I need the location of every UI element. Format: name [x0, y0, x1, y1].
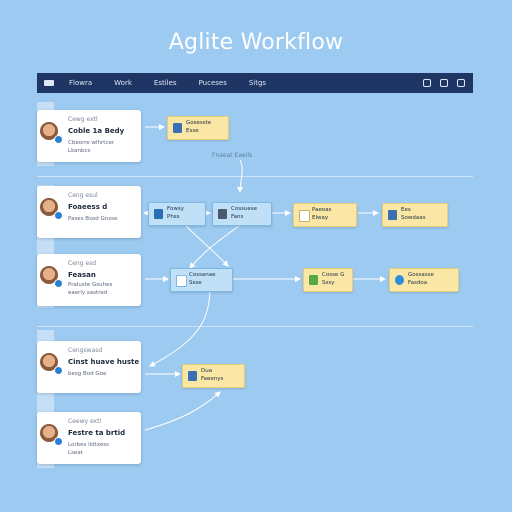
node-title: Ees: [401, 207, 411, 213]
nav-item-puceses[interactable]: Puceses: [198, 79, 227, 87]
node-title: Cossanae: [189, 272, 216, 278]
nav-item-flowra[interactable]: Flowra: [69, 79, 93, 87]
node-subtitle: Fans: [231, 214, 244, 220]
page-icon: [176, 275, 187, 287]
task-card-3[interactable]: Ceng esd Feasan Praluste Gsuhes eaerly s…: [37, 254, 141, 306]
node-title: Fowsy: [167, 206, 184, 212]
user-icon[interactable]: [457, 79, 465, 87]
workflow-node-5[interactable]: Ees Sowdaas: [382, 203, 448, 227]
connector-label: Fnaeat Eaeils: [212, 152, 253, 159]
nav-item-sitgs[interactable]: Sitgs: [248, 79, 267, 87]
top-navbar: Flowra Work Estiles Puceses Sitgs: [37, 73, 473, 93]
card-label: Cewg extl: [68, 116, 98, 123]
avatar: [40, 424, 58, 442]
card-label: Ceng esd: [68, 260, 97, 267]
node-subtitle: Sssy: [322, 280, 335, 286]
task-card-2[interactable]: Ceng esul Foaeess d Pases Bsod Gnsse: [37, 186, 141, 238]
person-icon: [388, 210, 397, 220]
document-icon: [154, 209, 163, 219]
node-title: Paeoas: [312, 207, 332, 213]
document-icon: [188, 371, 197, 381]
avatar: [40, 266, 58, 284]
node-title: Gossasse: [408, 272, 434, 278]
node-title: Dua: [201, 368, 213, 374]
layers-icon[interactable]: [423, 79, 431, 87]
card-line: Lkanbcs: [68, 148, 91, 154]
status-badge: [54, 279, 63, 288]
task-card-4[interactable]: Cengswasd Cinst huave huste besg Bod Goe: [37, 341, 141, 393]
workflow-node-7[interactable]: Cosse G Sssy: [303, 268, 353, 292]
card-line: Lorbes lidtxess: [68, 442, 109, 448]
status-badge: [54, 135, 63, 144]
card-label: Ceewy extl: [68, 418, 102, 425]
swimlane-divider-1: [37, 176, 473, 177]
workflow-node-1[interactable]: Gosesste Esse: [167, 116, 229, 140]
card-line: besg Bod Goe: [68, 371, 107, 377]
app-logo-icon[interactable]: [43, 78, 55, 88]
node-title: Gosesste: [186, 120, 212, 126]
node-subtitle: Sowdaas: [401, 215, 426, 221]
status-badge: [54, 437, 63, 446]
node-subtitle: Esse: [186, 128, 199, 134]
card-line: Cbeorre wlhrtcer: [68, 140, 115, 146]
card-title: Foaeess d: [68, 203, 108, 211]
globe-icon: [395, 275, 404, 285]
document-icon: [173, 123, 182, 133]
page-title: Aglite Workflow: [168, 30, 344, 55]
task-card-5[interactable]: Ceewy extl Festre ta brtid Lorbes lidtxe…: [37, 412, 141, 464]
card-title: Feasan: [68, 271, 96, 279]
nav-item-work[interactable]: Work: [114, 79, 132, 87]
task-card-1[interactable]: Cewg extl Coble 1a Bedy Cbeorre wlhrtcer…: [37, 110, 141, 162]
node-subtitle: Elway: [312, 215, 329, 221]
avatar: [40, 122, 58, 140]
card-line: Lseat: [68, 450, 83, 456]
workflow-node-3[interactable]: Cossuese Fans: [212, 202, 272, 226]
image-icon: [309, 275, 318, 285]
node-subtitle: Fasdoa: [408, 280, 428, 286]
swimlane-divider-2: [37, 326, 473, 327]
workflow-node-6[interactable]: Cossanae Ssse: [170, 268, 233, 292]
workflow-node-8[interactable]: Gossasse Fasdoa: [389, 268, 459, 292]
node-subtitle: Faeenys: [201, 376, 224, 382]
status-badge: [54, 366, 63, 375]
avatar: [40, 353, 58, 371]
node-subtitle: Ssse: [189, 280, 202, 286]
workflow-node-9[interactable]: Dua Faeenys: [182, 364, 245, 388]
avatar: [40, 198, 58, 216]
card-label: Cengswasd: [68, 347, 103, 354]
card-line: Pases Bsod Gnsse: [68, 216, 118, 222]
card-title: Coble 1a Bedy: [68, 127, 125, 135]
page-icon: [299, 210, 310, 222]
bell-icon[interactable]: [440, 79, 448, 87]
user-icon: [218, 209, 227, 219]
card-line: eaerly sastred: [68, 290, 108, 296]
card-title: Festre ta brtid: [68, 429, 126, 437]
workflow-node-2[interactable]: Fowsy Phss: [148, 202, 206, 226]
node-title: Cossuese: [231, 206, 258, 212]
card-label: Ceng esul: [68, 192, 98, 199]
card-title: Cinst huave huste: [68, 358, 140, 366]
status-badge: [54, 211, 63, 220]
card-line: Praluste Gsuhes: [68, 282, 113, 288]
node-title: Cosse G: [322, 272, 345, 278]
workflow-node-4[interactable]: Paeoas Elway: [293, 203, 357, 227]
node-subtitle: Phss: [167, 214, 180, 220]
nav-item-estiles[interactable]: Estiles: [153, 79, 177, 87]
